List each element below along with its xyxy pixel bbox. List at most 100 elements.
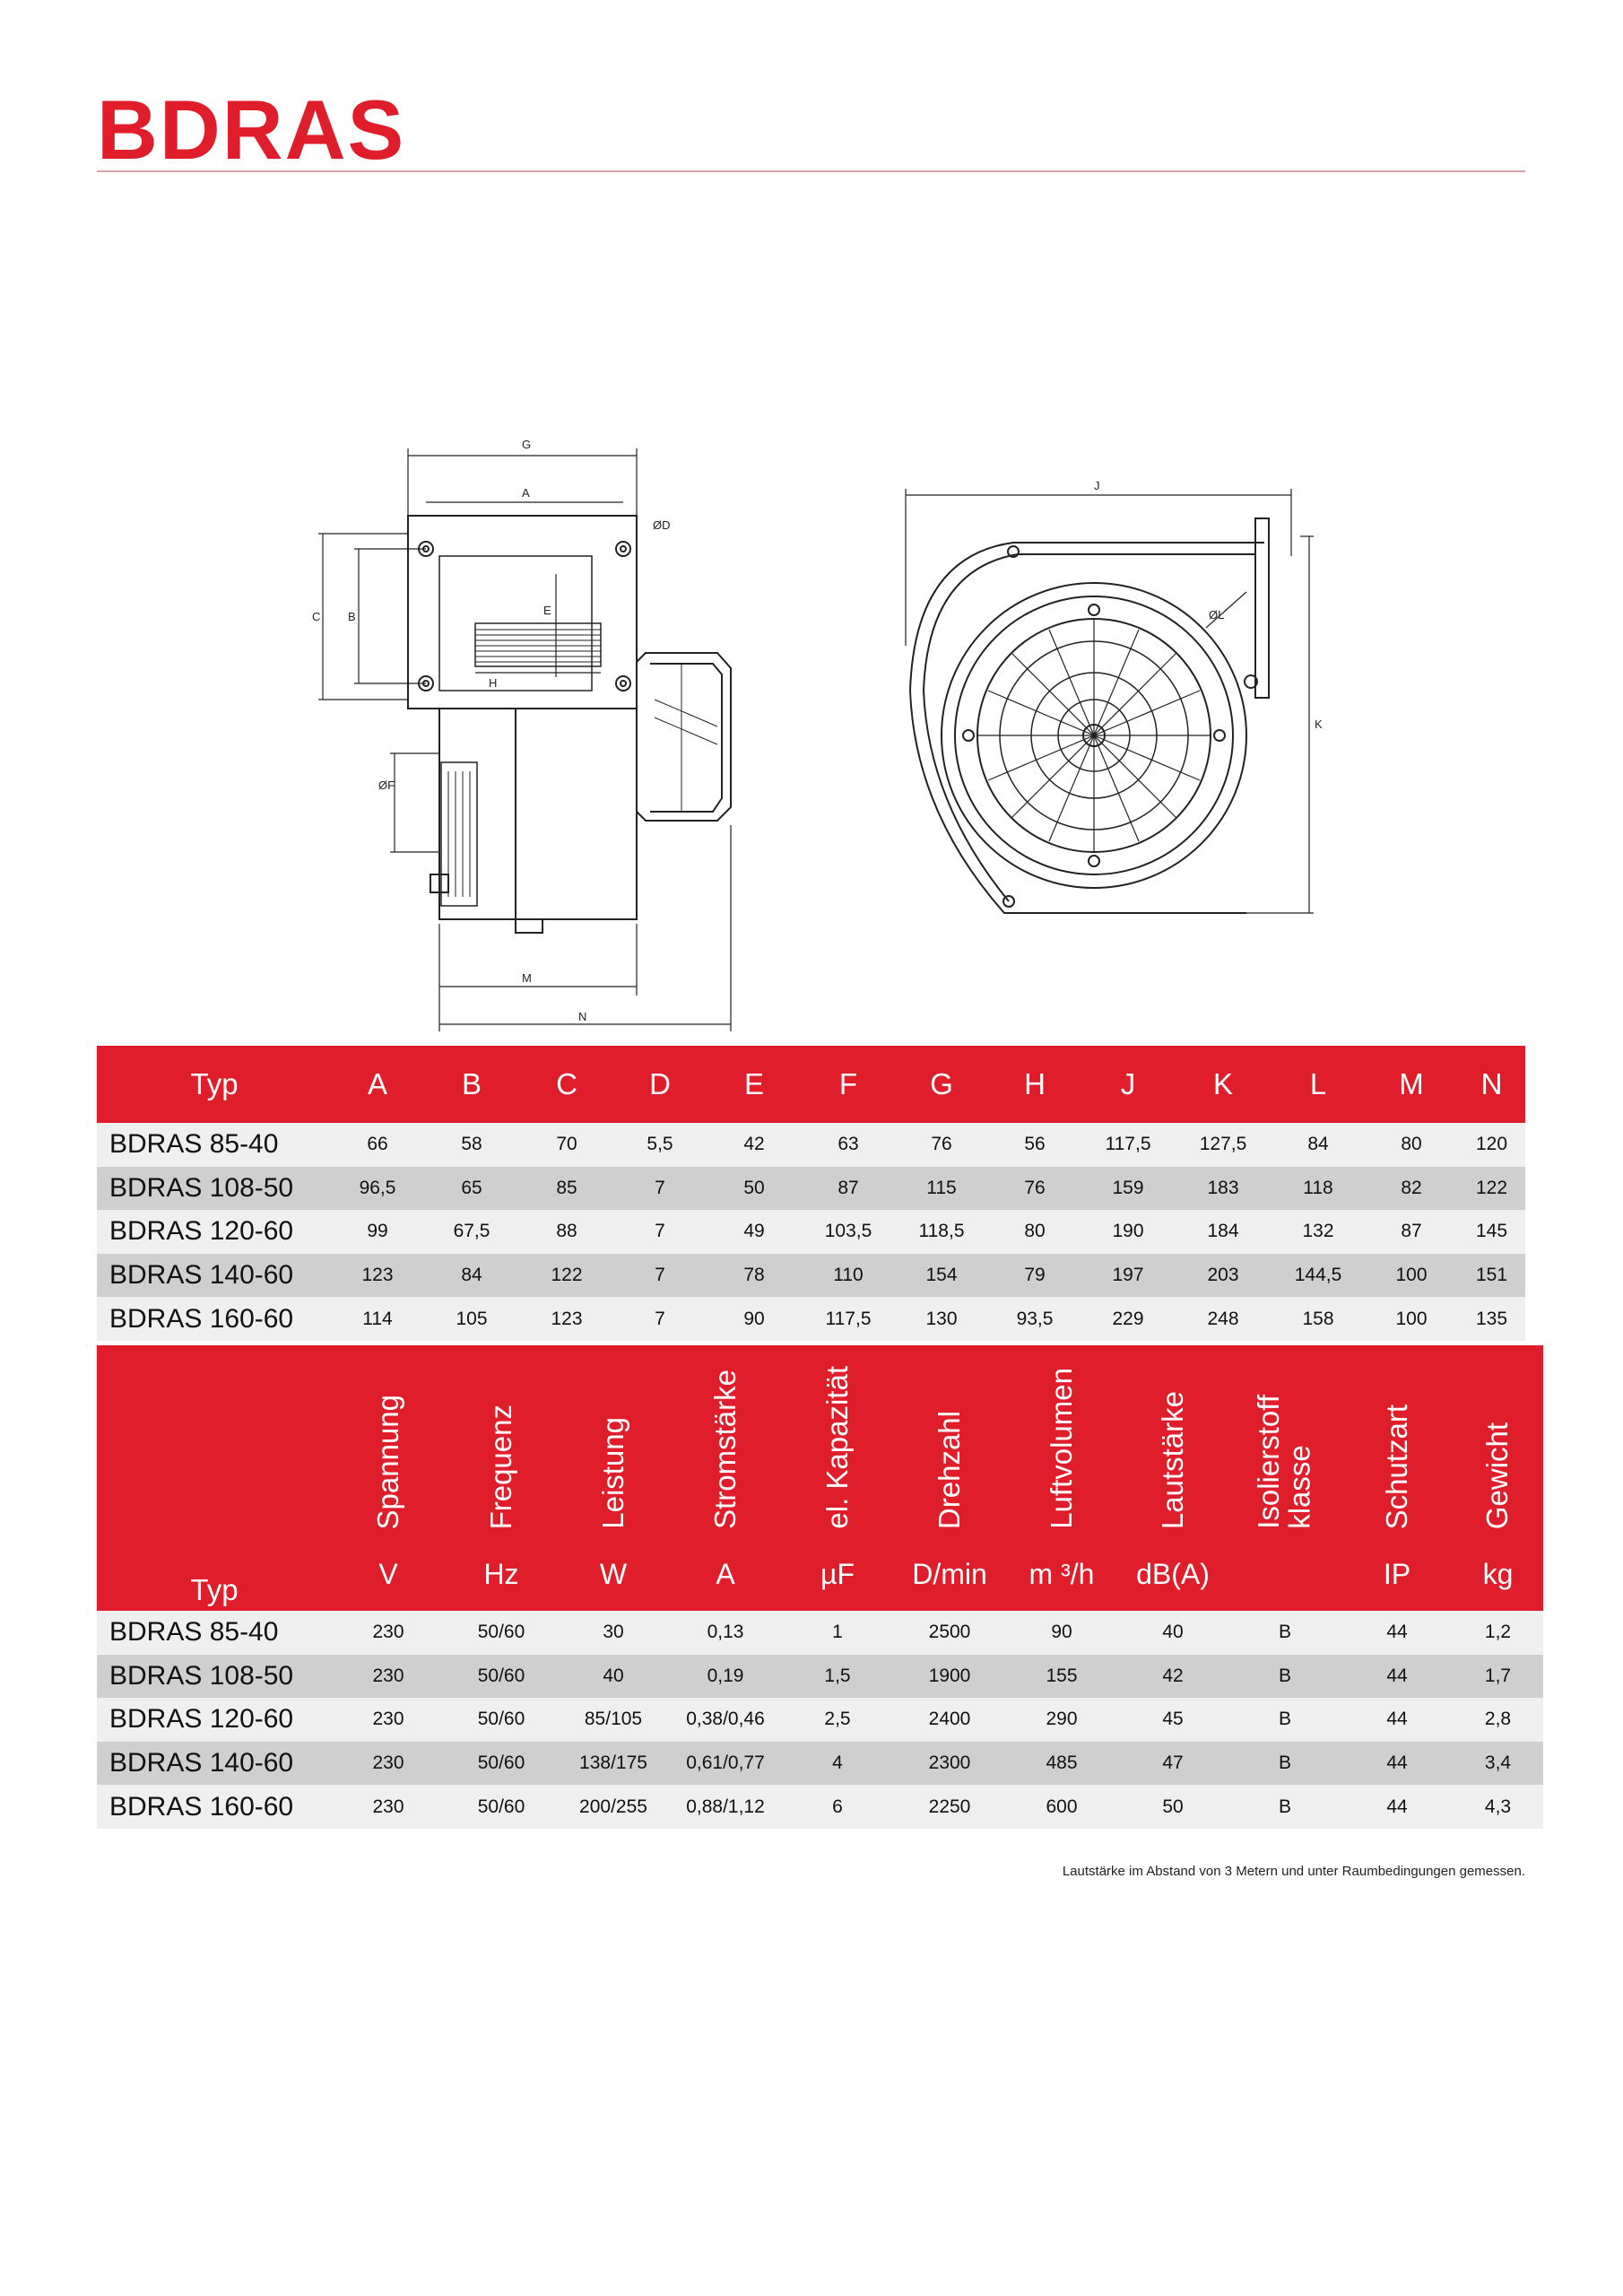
dim-label-b: B bbox=[348, 610, 356, 623]
header-cell: Typ bbox=[97, 1046, 332, 1123]
technical-drawing: G A ØD C B E H ØF M N J ØL K bbox=[312, 438, 1323, 1031]
specs-header-row: Typ Spannung Frequenz Leistung Stromstär… bbox=[97, 1345, 1543, 1611]
dim-label-d: ØD bbox=[653, 518, 671, 532]
table-cell: 90 bbox=[707, 1297, 802, 1341]
table-cell: 78 bbox=[707, 1253, 802, 1298]
table-cell: B bbox=[1228, 1698, 1341, 1742]
dim-label-g: G bbox=[522, 438, 531, 451]
row-type-name: BDRAS 120-60 bbox=[97, 1210, 332, 1254]
table-cell: 159 bbox=[1081, 1166, 1175, 1211]
table-cell: 230 bbox=[332, 1654, 445, 1699]
table-cell: 96,5 bbox=[332, 1166, 423, 1211]
table-cell: 1,7 bbox=[1453, 1654, 1543, 1699]
table-cell: 100 bbox=[1365, 1297, 1458, 1341]
table-cell: 30 bbox=[558, 1611, 669, 1655]
table-cell: 7 bbox=[613, 1253, 707, 1298]
table-cell: 88 bbox=[520, 1210, 613, 1254]
table-cell: 49 bbox=[707, 1210, 802, 1254]
row-type-name: BDRAS 140-60 bbox=[97, 1741, 332, 1786]
table-cell: 2,8 bbox=[1453, 1698, 1543, 1742]
table-cell: 230 bbox=[332, 1741, 445, 1786]
table-cell: 63 bbox=[802, 1123, 895, 1167]
header-cell: A bbox=[332, 1046, 423, 1123]
column-name-frequency: Frequenz bbox=[445, 1345, 558, 1537]
table-cell: 7 bbox=[613, 1210, 707, 1254]
row-type-name: BDRAS 108-50 bbox=[97, 1654, 332, 1699]
dim-label-e: E bbox=[543, 604, 551, 617]
table-cell: 2,5 bbox=[782, 1698, 893, 1742]
table-cell: 100 bbox=[1365, 1253, 1458, 1298]
table-cell: 50/60 bbox=[445, 1741, 558, 1786]
table-cell: 2400 bbox=[893, 1698, 1006, 1742]
unit-cell: A bbox=[669, 1537, 782, 1611]
row-type-name: BDRAS 108-50 bbox=[97, 1166, 332, 1211]
table-cell: B bbox=[1228, 1741, 1341, 1786]
table-cell: 127,5 bbox=[1175, 1123, 1271, 1167]
table-cell: 44 bbox=[1341, 1698, 1453, 1742]
table-cell: 132 bbox=[1271, 1210, 1365, 1254]
table-cell: 50 bbox=[707, 1166, 802, 1211]
table-cell: 0,19 bbox=[669, 1654, 782, 1699]
row-type-name: BDRAS 85-40 bbox=[97, 1611, 332, 1655]
table-cell: B bbox=[1228, 1785, 1341, 1829]
side-view bbox=[407, 515, 732, 934]
table-cell: 0,61/0,77 bbox=[669, 1741, 782, 1786]
header-cell: J bbox=[1081, 1046, 1175, 1123]
table-cell: 80 bbox=[1365, 1123, 1458, 1167]
table-cell: 144,5 bbox=[1271, 1253, 1365, 1298]
table-cell: 2300 bbox=[893, 1741, 1006, 1786]
table-cell: 45 bbox=[1117, 1698, 1228, 1742]
specs-units-row: V Hz W A µF D/min m ³/h dB(A) IP kg bbox=[97, 1537, 1543, 1611]
table-cell: 290 bbox=[1006, 1698, 1117, 1742]
table-cell: 1,2 bbox=[1453, 1611, 1543, 1655]
column-name-noise: Lautstärke bbox=[1117, 1345, 1228, 1537]
header-cell: F bbox=[802, 1046, 895, 1123]
table-cell: 0,38/0,46 bbox=[669, 1698, 782, 1742]
table-cell: 130 bbox=[895, 1297, 988, 1341]
table-cell: 4 bbox=[782, 1741, 893, 1786]
unit-cell: Hz bbox=[445, 1537, 558, 1611]
table-cell: 203 bbox=[1175, 1253, 1271, 1298]
table-cell: 99 bbox=[332, 1210, 423, 1254]
table-cell: 44 bbox=[1341, 1611, 1453, 1655]
table-cell: 118,5 bbox=[895, 1210, 988, 1254]
table-cell: 67,5 bbox=[423, 1210, 520, 1254]
table-cell: 158 bbox=[1271, 1297, 1365, 1341]
table-cell: 117,5 bbox=[802, 1297, 895, 1341]
table-cell: 44 bbox=[1341, 1654, 1453, 1699]
row-type-name: BDRAS 160-60 bbox=[97, 1297, 332, 1341]
table-cell: 50/60 bbox=[445, 1785, 558, 1829]
table-cell: 230 bbox=[332, 1698, 445, 1742]
table-cell: 50/60 bbox=[445, 1698, 558, 1742]
dim-label-a: A bbox=[522, 486, 530, 500]
table-cell: 105 bbox=[423, 1297, 520, 1341]
table-cell: 40 bbox=[558, 1654, 669, 1699]
header-cell: C bbox=[520, 1046, 613, 1123]
table-cell: 120 bbox=[1458, 1123, 1525, 1167]
dim-label-m: M bbox=[522, 971, 532, 985]
table-cell: 103,5 bbox=[802, 1210, 895, 1254]
row-type-name: BDRAS 85-40 bbox=[97, 1123, 332, 1167]
table-cell: 44 bbox=[1341, 1741, 1453, 1786]
table-cell: 50 bbox=[1117, 1785, 1228, 1829]
table-cell: 66 bbox=[332, 1123, 423, 1167]
unit-cell: IP bbox=[1341, 1537, 1453, 1611]
table-cell: 90 bbox=[1006, 1611, 1117, 1655]
column-name-protection: Schutzart bbox=[1341, 1345, 1453, 1537]
table-cell: 0,88/1,12 bbox=[669, 1785, 782, 1829]
row-type-name: BDRAS 160-60 bbox=[97, 1785, 332, 1829]
side-view-dimensions bbox=[318, 448, 732, 1031]
table-cell: 3,4 bbox=[1453, 1741, 1543, 1786]
page-title: BDRAS bbox=[97, 83, 406, 177]
dimensions-table: Typ A B C D E F G H J K L M N BDRAS 85-4… bbox=[97, 1046, 1525, 1341]
unit-cell: dB(A) bbox=[1117, 1537, 1228, 1611]
column-name-power: Leistung bbox=[558, 1345, 669, 1537]
table-cell: 87 bbox=[1365, 1210, 1458, 1254]
table-cell: 87 bbox=[802, 1166, 895, 1211]
